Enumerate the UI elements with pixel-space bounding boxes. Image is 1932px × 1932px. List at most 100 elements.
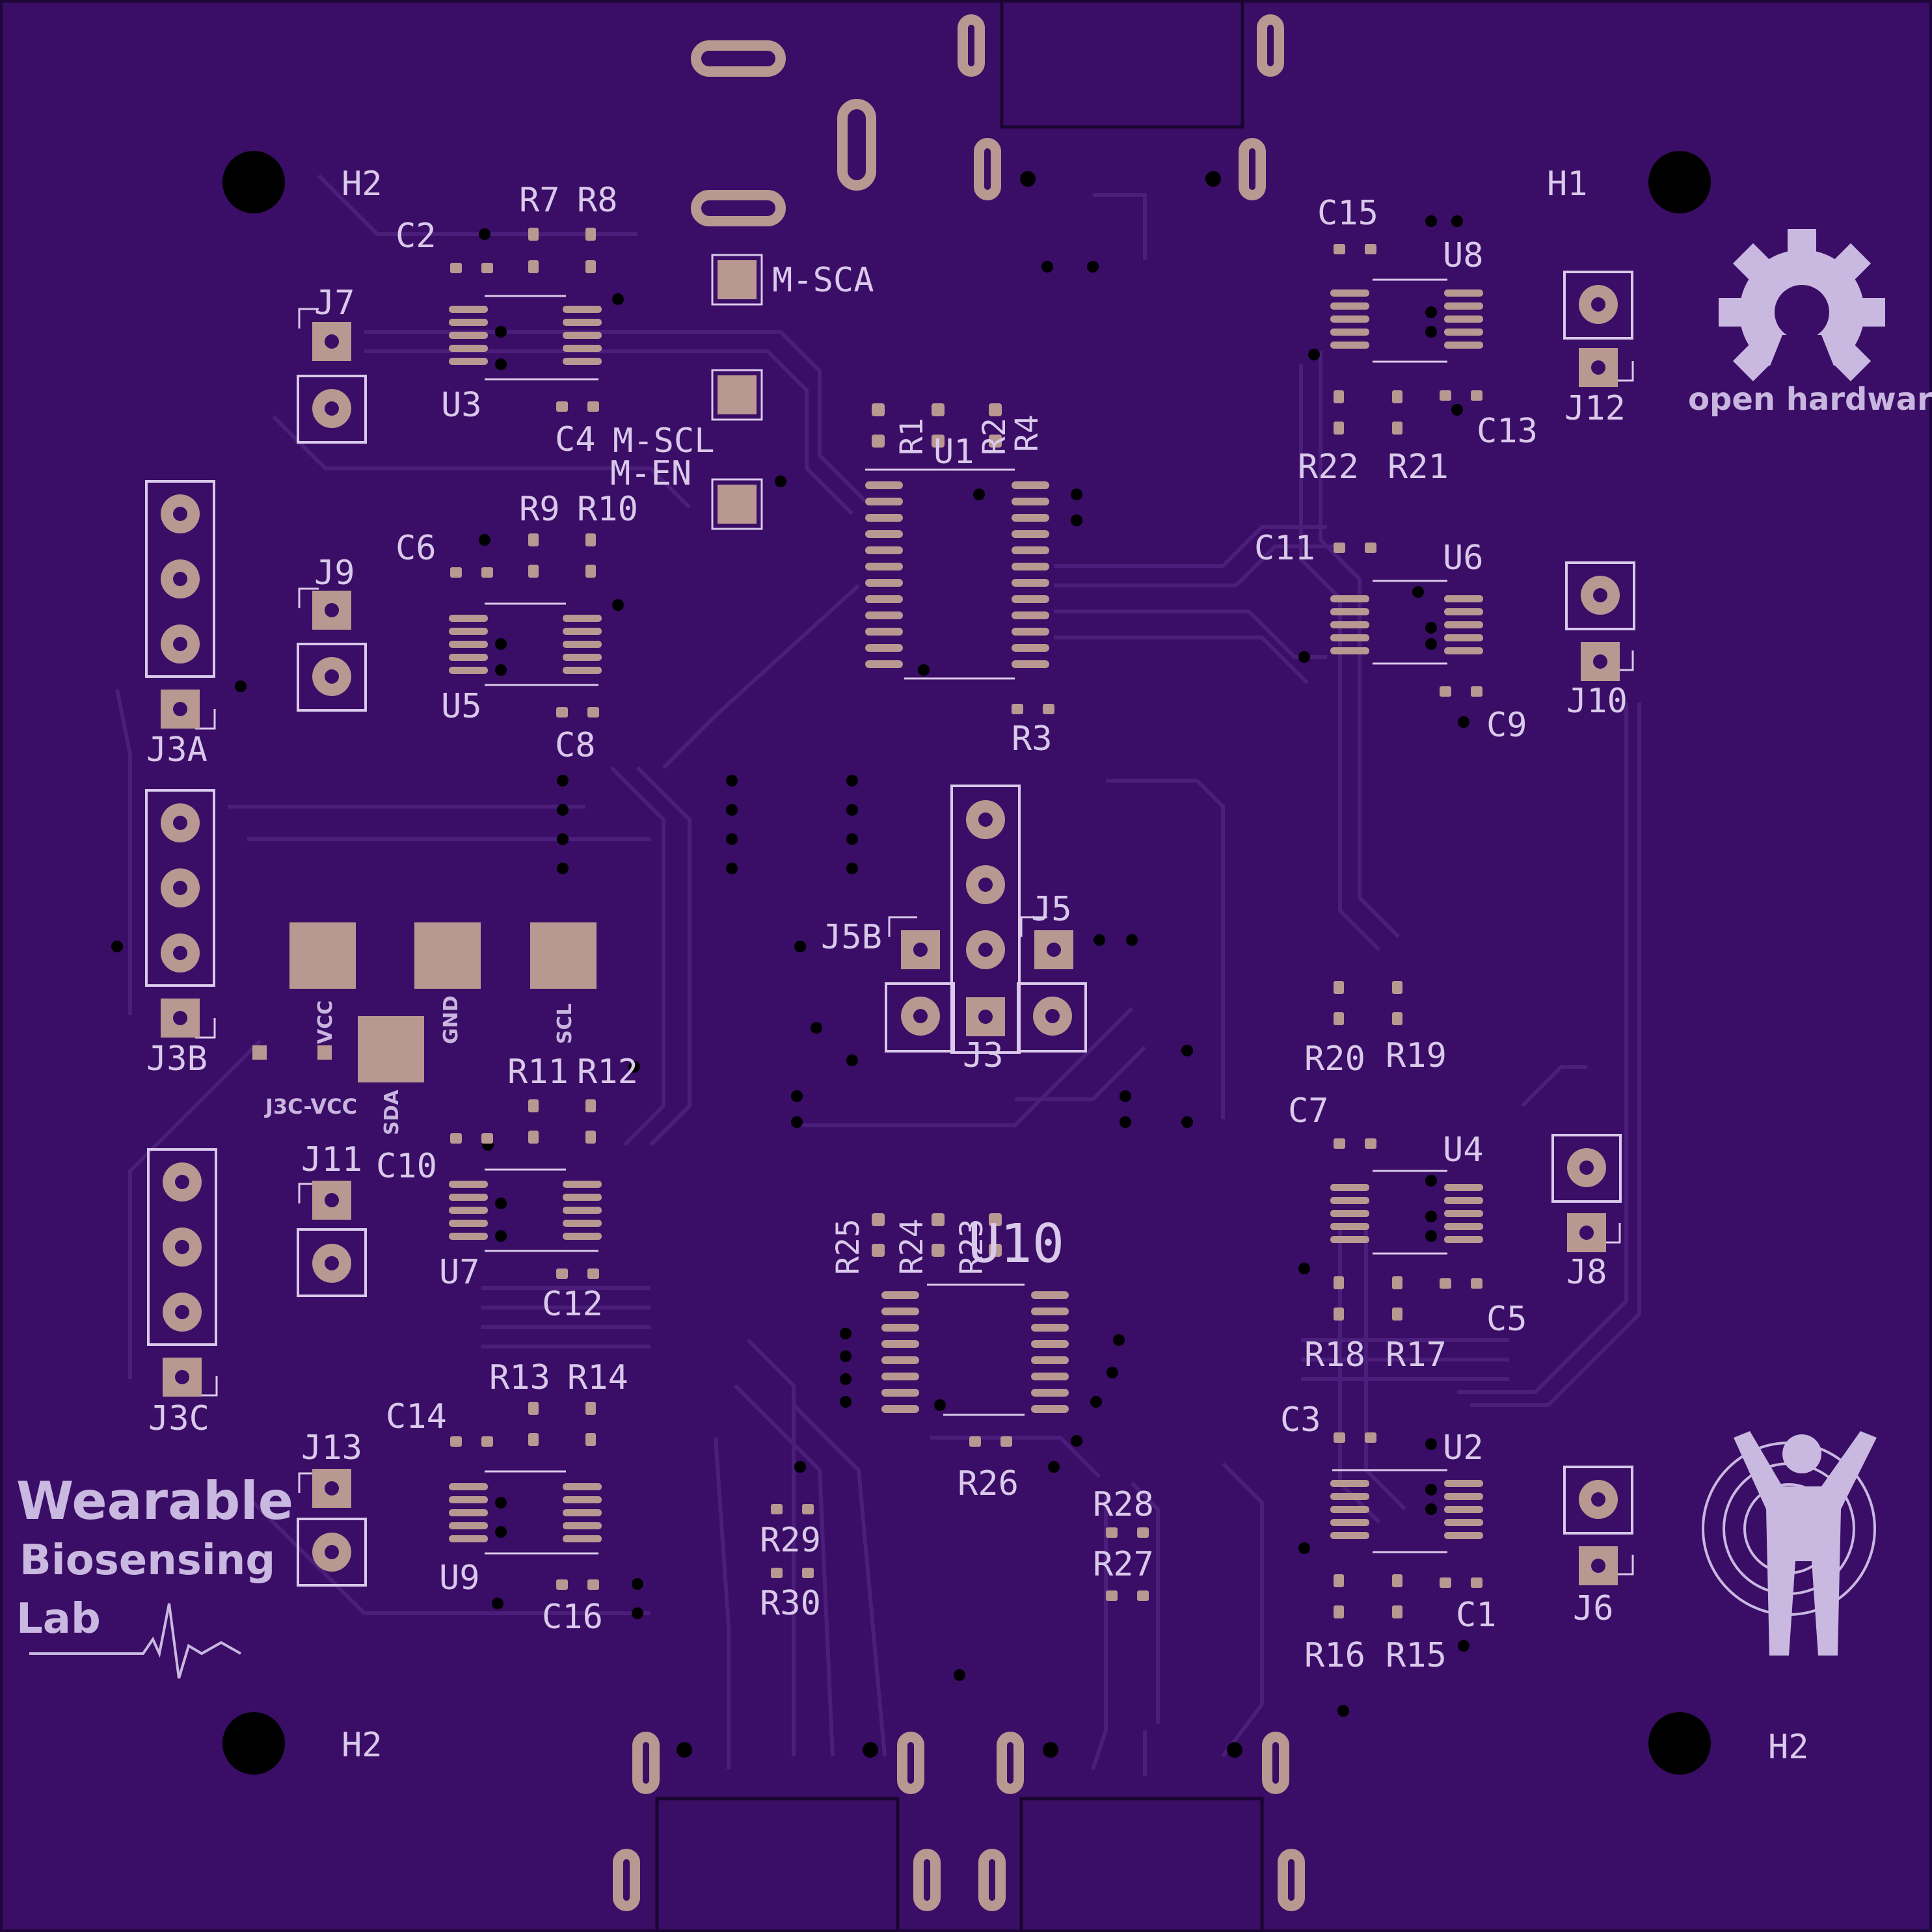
u10-footprint: [881, 1291, 1069, 1413]
ref-c15: C15: [1317, 194, 1378, 233]
ref-c4: C4: [555, 420, 596, 459]
mounting-holes: [222, 151, 1711, 1775]
ref-j8: J8: [1566, 1253, 1607, 1292]
hole-label-bottom-left: H2: [342, 1726, 382, 1765]
pad-label-gnd: GND: [440, 995, 463, 1044]
pad-vcc: [289, 922, 356, 989]
pad-mscl: [718, 375, 757, 414]
pad-men: [718, 485, 757, 524]
pad-label-j3c-vcc: J3C-VCC: [264, 1094, 357, 1119]
ref-j3c: J3C: [148, 1399, 209, 1438]
u6-footprint: [1330, 595, 1483, 654]
hole-label-bottom-right: H2: [1768, 1728, 1809, 1767]
ref-r7: R7: [519, 181, 560, 220]
ref-c1: C1: [1456, 1596, 1497, 1635]
traces: [115, 174, 1641, 1776]
ref-r15: R15: [1386, 1636, 1447, 1675]
wbl-logo-line3: Lab: [16, 1595, 101, 1643]
wbl-logo-line1: Wearable: [16, 1471, 293, 1531]
ref-r17: R17: [1386, 1335, 1447, 1375]
ref-c11: C11: [1254, 529, 1315, 568]
rotated-labels: R1 R2 R4 R25 R24 R23: [830, 414, 1045, 1275]
oshw-logo: [1719, 229, 1885, 384]
pad-gnd: [414, 922, 481, 989]
pad-label-men: M-EN: [610, 454, 691, 493]
passive-pads: [450, 228, 1483, 1618]
ic-outlines: [485, 278, 1447, 1555]
u3-footprint: [449, 306, 602, 365]
usb-top-body: [1000, 0, 1244, 129]
ref-j7: J7: [314, 284, 355, 323]
pad-label-vcc: VCC: [314, 1000, 337, 1044]
pad-sda: [358, 1016, 424, 1082]
ref-u9: U9: [439, 1559, 480, 1598]
ref-c9: C9: [1486, 706, 1527, 745]
u1-footprint: [865, 481, 1049, 668]
ref-r1: R1: [894, 418, 930, 455]
wbl-logo-line2: Biosensing: [20, 1536, 275, 1585]
ref-r14: R14: [567, 1358, 628, 1397]
ref-c16: C16: [542, 1598, 603, 1637]
ref-c3: C3: [1280, 1401, 1321, 1440]
ref-r10: R10: [577, 490, 638, 529]
ref-j3: J3: [963, 1036, 1004, 1075]
u8-footprint: [1330, 289, 1483, 349]
ref-r27: R27: [1093, 1545, 1154, 1584]
ref-u7: U7: [439, 1253, 480, 1292]
usb-connectors: [655, 0, 1264, 1932]
ref-r9: R9: [519, 490, 560, 529]
mounting-hole-bottom-left: [222, 1712, 285, 1775]
mounting-hole-bottom-right: [1648, 1712, 1711, 1775]
pad-j3c-vcc-b: [317, 1045, 332, 1060]
pad-msca: [718, 260, 757, 299]
ref-r21: R21: [1388, 448, 1449, 487]
pad-j3c-vcc-a: [252, 1045, 267, 1060]
usb-vias: [677, 171, 1242, 1758]
pad-label-mscl: M-SCL: [613, 422, 715, 461]
ref-r18: R18: [1304, 1335, 1365, 1375]
ref-j3a: J3A: [146, 731, 208, 770]
ref-j13: J13: [301, 1429, 362, 1468]
ref-r16: R16: [1304, 1636, 1365, 1675]
hole-label-top-left: H2: [342, 165, 382, 204]
oshw-label: open hardware: [1688, 381, 1932, 418]
ref-u4: U4: [1443, 1131, 1484, 1170]
pad-label-scl: SCL: [554, 1003, 576, 1044]
mounting-hole-top-right: [1648, 151, 1711, 213]
person-sensing-logo: [1702, 1431, 1877, 1656]
ref-r19: R19: [1386, 1036, 1447, 1075]
wbl-ecg-trace: [29, 1603, 241, 1679]
ref-c10: C10: [376, 1147, 437, 1186]
ref-c2: C2: [396, 217, 436, 256]
ref-r22: R22: [1298, 448, 1359, 487]
ref-j12: J12: [1564, 389, 1626, 428]
ref-c12: C12: [542, 1285, 603, 1324]
u5-footprint: [449, 615, 602, 674]
usb-bottom-left-body: [655, 1797, 900, 1932]
u9-footprint: [449, 1483, 602, 1542]
ref-j11: J11: [301, 1140, 362, 1179]
ref-r13: R13: [489, 1358, 550, 1397]
hole-label-top-right: H1: [1547, 165, 1588, 204]
ref-u8: U8: [1443, 236, 1484, 275]
headers: [145, 271, 1635, 1587]
ref-r29: R29: [760, 1521, 821, 1560]
ref-c8: C8: [555, 726, 596, 765]
ref-u2: U2: [1443, 1429, 1484, 1468]
ref-j9: J9: [314, 554, 355, 593]
ref-c6: C6: [396, 529, 436, 568]
ref-c14: C14: [386, 1397, 447, 1436]
ref-r2: R2: [976, 418, 1013, 455]
ref-r26: R26: [958, 1464, 1019, 1503]
copper-pads: [252, 228, 1483, 1618]
u2-footprint: [1330, 1480, 1483, 1539]
ref-u1: U1: [933, 433, 974, 472]
pad-label-msca: M-SCA: [772, 261, 874, 300]
ref-r8: R8: [577, 181, 618, 220]
ref-r28: R28: [1093, 1485, 1154, 1524]
ref-r4: R4: [1009, 414, 1045, 452]
ref-j3b: J3B: [146, 1040, 208, 1079]
pad-scl: [530, 922, 597, 989]
